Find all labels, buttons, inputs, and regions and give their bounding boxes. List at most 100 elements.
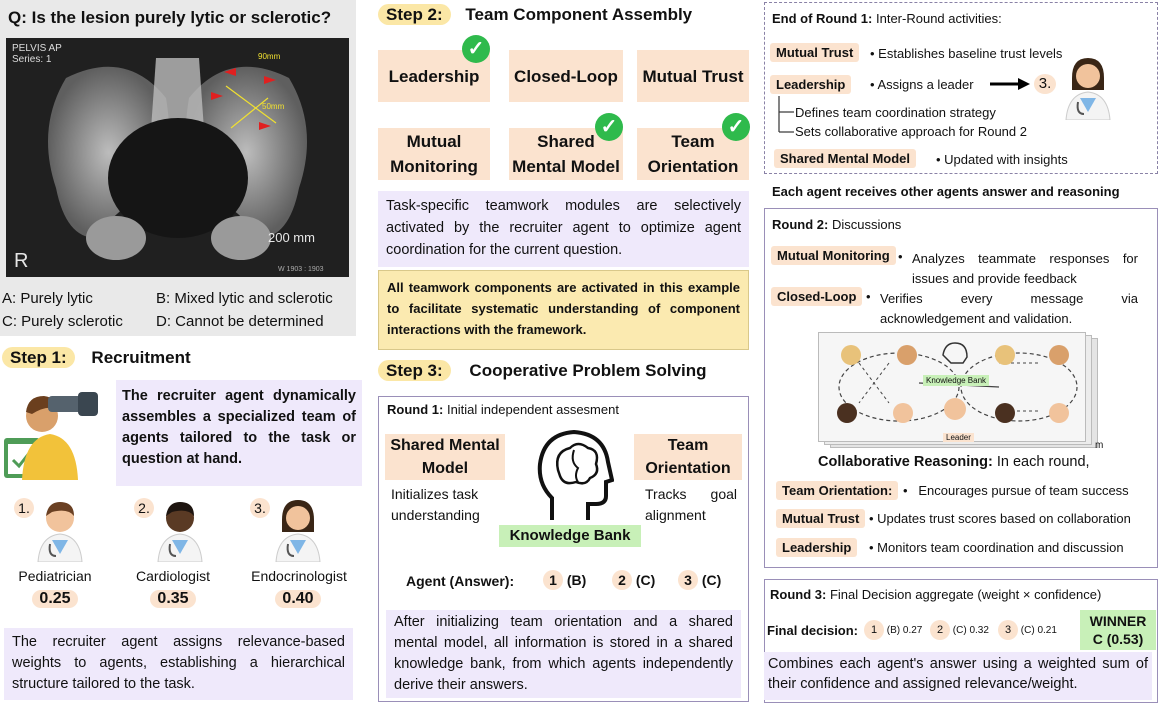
round3-title: Final Decision aggregate (weight × confi… <box>829 587 1102 602</box>
er1-leadership-text: Assigns a leader <box>877 77 974 92</box>
discussion-kb-label: Knowledge Bank <box>923 375 990 386</box>
discussion-m-label: m <box>1095 440 1104 451</box>
xray-image: PELVIS AP Series: 1 90mm 50mm 200 mm R W… <box>6 38 349 277</box>
xray-header-1: PELVIS AP <box>12 43 62 54</box>
r1-shared-mental-model: Shared Mental Model <box>385 434 505 480</box>
doctor-2-icon <box>157 502 203 562</box>
r2-cl-desc: Verifies every message via acknowledgeme… <box>880 291 1138 326</box>
arrow-right-icon <box>990 78 1030 90</box>
agent-3-weight: 0.40 <box>275 590 321 608</box>
r2-mt-text: Updates trust scores based on collaborat… <box>877 511 1131 526</box>
agent-2-weight: 0.35 <box>150 590 196 608</box>
score-3: 3 (C) 0.21 <box>998 620 1057 640</box>
xray-measure-2: 50mm <box>262 102 285 111</box>
module-mutual-trust: Mutual Trust <box>637 50 749 102</box>
er1-leader-num: 3. <box>1034 74 1056 94</box>
final-decision-label: Final decision: <box>767 623 859 638</box>
xray-scale: 200 mm <box>268 230 315 245</box>
r1-knowledge-bank: Knowledge Bank <box>499 525 641 547</box>
round2-label: Round 2: <box>772 217 829 232</box>
xray-corner: R <box>14 250 29 272</box>
r2-cl-bullet: • <box>866 289 871 304</box>
score-2: 2 (C) 0.32 <box>930 620 989 640</box>
answer-1: 1 (B) <box>543 570 586 590</box>
step1-heading: Step 1: Recruitment <box>2 347 191 368</box>
agent-3-role: Endocrinologist <box>251 568 347 584</box>
leadership-check-icon: ✓ <box>462 35 490 63</box>
round1-label: Round 1: <box>387 402 444 417</box>
end-round1-label: End of Round 1: <box>772 11 873 26</box>
round1-heading: Round 1: Initial independent assesment <box>387 402 619 417</box>
agent-3: 3. Endocrinologist 0.40 <box>244 494 354 614</box>
round2-box <box>764 208 1158 568</box>
team-orientation-check-icon: ✓ <box>722 113 750 141</box>
r2-ld-text: Monitors team coordination and discussio… <box>877 540 1124 555</box>
question-text: Q: Is the lesion purely lytic or sclerot… <box>8 8 332 27</box>
collab-rest: In each round, <box>992 454 1090 470</box>
collab-bold: Collaborative Reasoning: <box>818 454 993 470</box>
step1-desc: The recruiter agent dynamically assemble… <box>116 380 362 486</box>
agent-1: 1. Pediatrician 0.25 <box>10 494 110 614</box>
round3-label: Round 3: <box>770 587 827 602</box>
step3-heading: Step 3: Cooperative Problem Solving <box>378 360 707 381</box>
each-agent-text: Each agent receives other agents answer … <box>772 184 1120 199</box>
collab-reasoning: Collaborative Reasoning: In each round, <box>818 454 1090 470</box>
er1-smm-desc: • Updated with insights <box>936 152 1068 167</box>
winner-badge: WINNER C (0.53) <box>1080 610 1156 650</box>
r2-mutual-monitoring: Mutual Monitoring <box>771 246 896 265</box>
r2-mm-desc: Analyzes teammate responses for issues a… <box>912 251 1138 286</box>
er1-smm: Shared Mental Model <box>774 149 917 168</box>
agent-2-num: 2. <box>134 498 154 518</box>
score-2-num: 2 <box>930 620 950 640</box>
er1-leadership: Leadership <box>770 75 852 94</box>
doctor-3-icon <box>275 500 321 562</box>
agent-3-num: 3. <box>250 498 270 518</box>
pelvis-xray-illustration <box>6 38 349 277</box>
xray-header-2: Series: 1 <box>12 54 52 65</box>
answer-1-num: 1 <box>543 570 563 590</box>
answer-2: 2 (C) <box>612 570 655 590</box>
answer-2-num: 2 <box>612 570 632 590</box>
step3-title: Cooperative Problem Solving <box>469 361 707 380</box>
end-round1-title: Inter-Round activities: <box>876 11 1002 26</box>
step3-footer: After initializing team orientation and … <box>386 610 741 698</box>
round1-title: Initial independent assesment <box>446 402 619 417</box>
module-mutual-monitoring: Mutual Monitoring <box>378 128 490 180</box>
discussion-leader-label: Leader <box>943 433 974 442</box>
er1-mutual-trust-text: Establishes baseline trust levels <box>878 46 1063 61</box>
r2-mm-bullet: • <box>898 249 903 264</box>
er1-leadership-desc: • Assigns a leader <box>870 77 974 92</box>
leader-doctor-icon <box>1065 58 1111 120</box>
r2-ld-desc: • Monitors team coordination and discuss… <box>869 540 1124 555</box>
r1-smm-desc: Initializes task understanding <box>391 486 480 523</box>
end-round1-heading: End of Round 1: Inter-Round activities: <box>772 11 1002 26</box>
discussion-illustration <box>837 342 1078 423</box>
r1-to-desc: Tracks goal alignment <box>645 486 737 523</box>
shared-mental-model-check-icon: ✓ <box>595 113 623 141</box>
round2-title: Discussions <box>831 217 902 232</box>
r2-to-desc: • Encourages pursue of team success <box>903 483 1129 498</box>
score-3-num: 3 <box>998 620 1018 640</box>
r2-team-orientation: Team Orientation: <box>776 481 899 500</box>
score-2-value: (C) 0.32 <box>952 625 989 636</box>
score-1-value: (B) 0.27 <box>886 625 923 636</box>
option-c: C: Purely sclerotic <box>2 313 123 330</box>
step1-footer: The recruiter agent assigns relevance-ba… <box>4 628 353 700</box>
head-brain-icon <box>537 429 614 520</box>
score-1-num: 1 <box>864 620 884 640</box>
round3-footer: Combines each agent's answer using a wei… <box>764 652 1152 700</box>
xray-measure-1: 90mm <box>258 52 281 61</box>
er1-sub1: Defines team coordination strategy <box>795 105 996 120</box>
step2-desc: Task-specific teamwork modules are selec… <box>378 191 749 267</box>
round1-box <box>378 396 749 702</box>
round2-heading: Round 2: Discussions <box>772 217 901 232</box>
step2-heading: Step 2: Team Component Assembly <box>378 4 692 25</box>
round3-heading: Round 3: Final Decision aggregate (weigh… <box>770 587 1101 602</box>
er1-mutual-trust-desc: • Establishes baseline trust levels <box>870 46 1063 61</box>
step2-note: All teamwork components are activated in… <box>378 270 749 350</box>
answer-2-value: (C) <box>635 572 656 588</box>
er1-sub2: Sets collaborative approach for Round 2 <box>795 124 1027 139</box>
score-3-value: (C) 0.21 <box>1020 625 1057 636</box>
tree-connector <box>778 96 794 133</box>
r1-team-orientation: Team Orientation <box>634 434 742 480</box>
